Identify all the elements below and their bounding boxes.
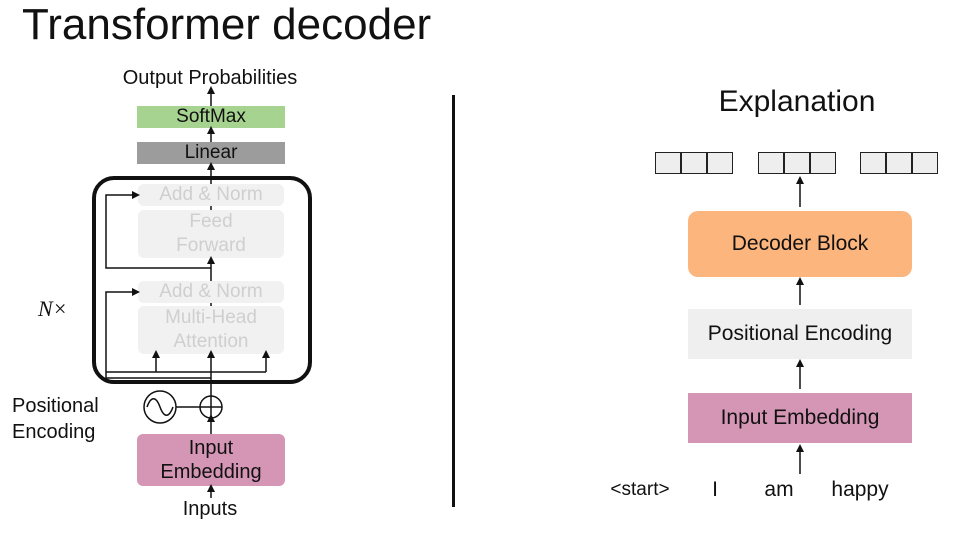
positional-encoding-label-line2: Encoding	[12, 421, 96, 443]
output-probabilities-label: Output Probabilities	[122, 67, 298, 89]
decoder-block-label: Decoder Block	[731, 232, 869, 255]
decoder-block-box: Decoder Block	[688, 211, 912, 277]
n-times-label: N×	[38, 296, 68, 321]
input-embedding-right-label: Input Embedding	[720, 406, 880, 429]
output-cell	[655, 152, 681, 174]
section-divider	[452, 95, 455, 507]
input-embedding-label-line1: Input	[188, 437, 234, 459]
add-norm-bottom-box: Add & Norm	[138, 281, 284, 303]
explanation-heading: Explanation	[718, 85, 876, 118]
token-start: <start>	[610, 479, 670, 500]
inputs-label: Inputs	[182, 498, 238, 520]
output-cell	[784, 152, 810, 174]
feed-forward-label-line1: Feed	[189, 211, 233, 232]
token-i: I	[712, 478, 718, 501]
output-cell	[860, 152, 886, 174]
multi-head-attention-box: Multi-Head Attention	[138, 306, 284, 354]
output-cell	[886, 152, 912, 174]
positional-encoding-label-line1: Positional	[12, 395, 99, 417]
add-norm-top-label: Add & Norm	[159, 184, 263, 205]
input-embedding-right-box: Input Embedding	[688, 393, 912, 443]
token-happy: happy	[831, 478, 889, 501]
add-norm-bottom-label: Add & Norm	[159, 281, 263, 302]
output-cell	[758, 152, 784, 174]
positional-sine-icon	[143, 390, 177, 424]
output-cell	[912, 152, 938, 174]
feed-forward-box: Feed Forward	[138, 210, 284, 258]
softmax-label: SoftMax	[176, 106, 246, 127]
multi-head-label-line2: Attention	[173, 331, 249, 352]
decoder-layer-frame	[92, 176, 312, 384]
positional-encoding-label: Positional Encoding	[707, 322, 893, 345]
output-cell	[681, 152, 707, 174]
page-title: Transformer decoder	[22, 0, 432, 49]
input-embedding-box: Input Embedding	[137, 434, 285, 486]
positional-encoding-box: Positional Encoding	[688, 309, 912, 359]
add-circle-icon	[199, 395, 223, 419]
multi-head-label-line1: Multi-Head	[165, 307, 257, 328]
linear-label: Linear	[184, 142, 238, 163]
add-norm-top-box: Add & Norm	[138, 184, 284, 206]
linear-box: Linear	[137, 142, 285, 164]
token-am: am	[764, 478, 794, 501]
softmax-box: SoftMax	[137, 106, 285, 128]
feed-forward-label-line2: Forward	[176, 235, 246, 256]
input-embedding-label-line2: Embedding	[160, 461, 262, 483]
output-cell	[707, 152, 733, 174]
output-cell	[810, 152, 836, 174]
